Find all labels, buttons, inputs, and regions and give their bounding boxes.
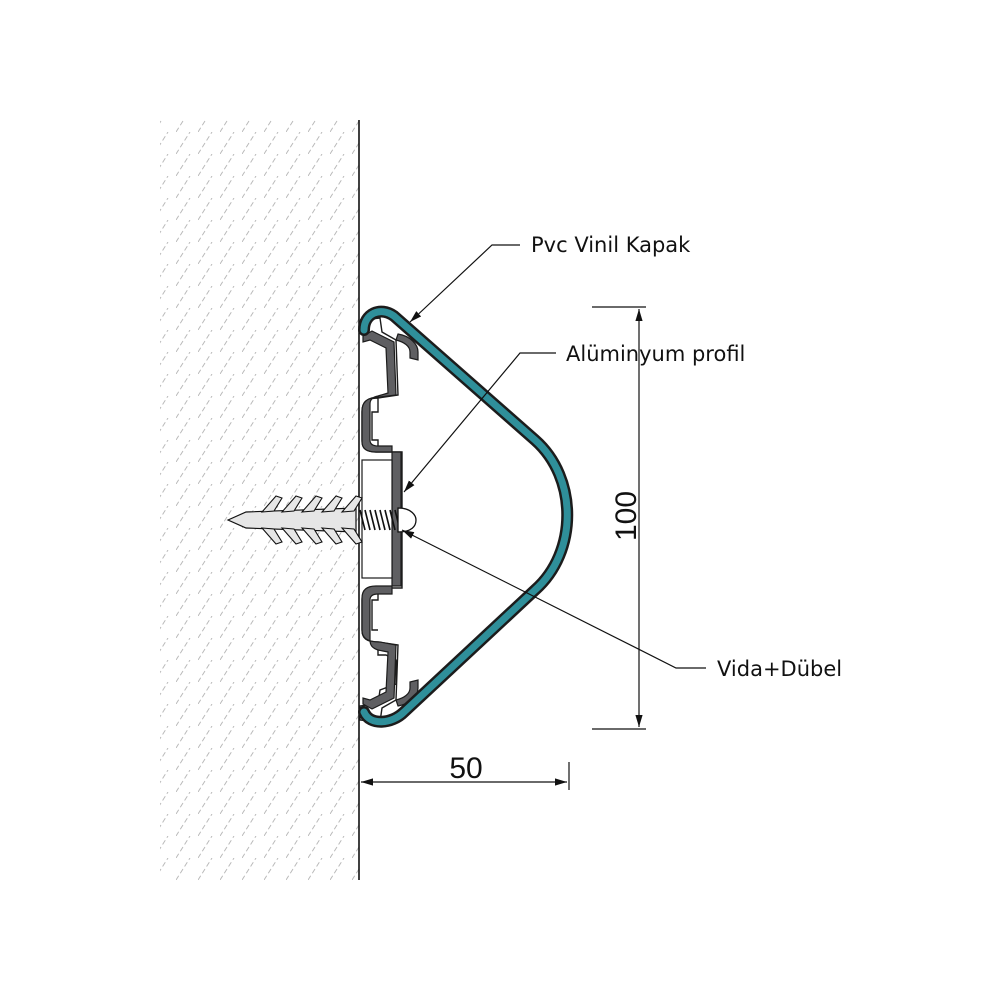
wall [160,120,360,880]
dowel-fin-bottom [280,527,303,545]
dowel-fins [260,495,363,545]
dowel [226,507,357,533]
screw-head [397,507,417,533]
leader-cover [409,244,520,323]
dim-depth-value: 50 [449,752,482,785]
screw-thread [359,509,366,531]
dim-height-value: 100 [610,491,643,541]
dowel-fin-top [280,495,303,513]
leader-lines [401,244,706,669]
screw-thread [364,509,371,531]
profile-top-clip [395,333,419,361]
pvc-vinyl-cover [358,305,574,728]
screw-and-dowel [226,495,417,545]
dowel-fin-bottom [260,527,283,545]
cover-fill [360,308,571,726]
label-pvc-vinyl-cover: Pvc Vinil Kapak [531,233,691,257]
dimension-depth: 50 [361,752,570,790]
screw-thread [389,509,396,531]
wall-hatch [160,120,359,880]
screw-thread [369,509,376,531]
dimension-height: 100 [592,306,646,730]
leader-profile [403,352,556,493]
dowel-fin-top [300,495,323,513]
label-screw-dowel: Vida+Dübel [717,657,842,681]
screw-thread [374,509,381,531]
dowel-fin-top [340,495,363,513]
dowel-fin-bottom [340,527,363,545]
leader-screw [401,529,706,669]
screw-thread [384,509,391,531]
screw-thread [379,509,386,531]
label-aluminium-profile: Alüminyum profil [566,342,745,366]
dowel-fin-bottom [320,527,343,545]
dowel-fin-bottom [300,527,323,545]
dowel-fin-top [260,495,283,513]
dowel-fin-top [320,495,343,513]
